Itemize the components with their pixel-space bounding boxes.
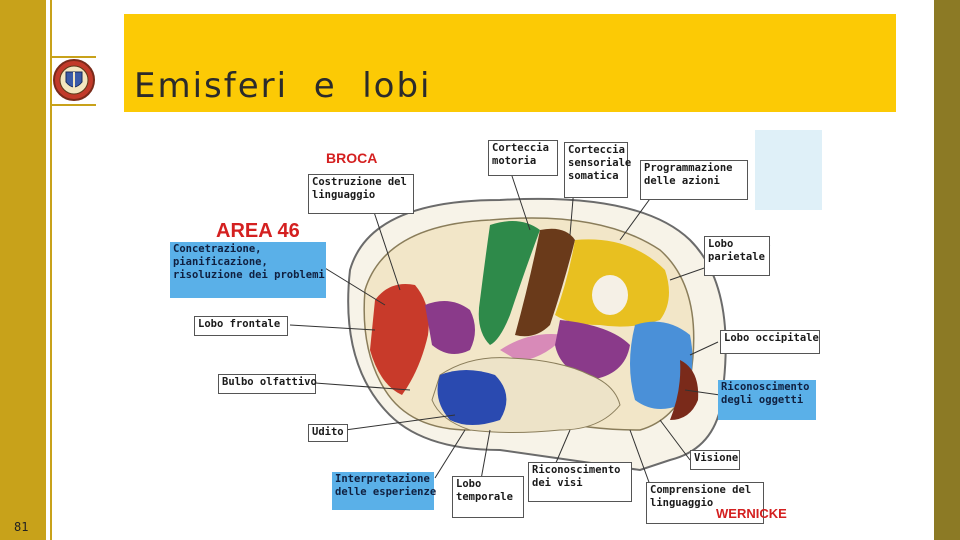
slide-title: Emisferi e lobi — [134, 66, 432, 106]
area46-label: AREA 46 — [216, 220, 300, 242]
label-lobo-temporale: Lobo temporale — [452, 476, 524, 518]
label-concentrazione: Concetrazione, pianificazione, risoluzio… — [170, 242, 326, 298]
label-riconoscimento-visi: Riconoscimento dei visi — [528, 462, 632, 502]
label-corteccia-sensoriale: Corteccia sensoriale somatica — [564, 142, 631, 198]
title-band — [124, 14, 896, 112]
broca-label: BROCA — [326, 150, 378, 166]
label-costruzione-linguaggio: Costruzione del linguaggio — [308, 174, 414, 214]
brain-illustration — [289, 130, 822, 486]
label-riconoscimento-oggetti: Riconoscimento degli oggetti — [718, 380, 816, 420]
label-lobo-parietale: Lobo parietale — [704, 236, 770, 276]
label-lobo-occipitale: Lobo occipitale — [720, 330, 820, 354]
wernicke-label: WERNICKE — [716, 506, 787, 521]
logo-divider-top — [50, 56, 96, 58]
label-visione: Visione — [690, 450, 740, 470]
left-accent-line — [50, 0, 52, 540]
label-udito: Udito — [308, 424, 348, 442]
left-accent-bar — [0, 0, 46, 540]
label-interpretazione-esperienze: Interpretazione delle esperienze — [332, 472, 436, 510]
right-accent-bar — [934, 0, 960, 540]
label-comprensione-linguaggio: Comprensione del linguaggio — [646, 482, 764, 524]
university-seal-icon — [53, 59, 95, 101]
label-corteccia-motoria: Corteccia motoria — [488, 140, 558, 176]
label-bulbo-olfattivo: Bulbo olfattivo — [218, 374, 317, 394]
page-number: 81 — [14, 520, 29, 534]
brain-diagram: BROCA AREA 46 Corteccia motoria Cortecci… — [170, 130, 822, 528]
label-programmazione-azioni: Programmazione delle azioni — [640, 160, 748, 200]
logo-divider-bottom — [50, 104, 96, 106]
label-lobo-frontale: Lobo frontale — [194, 316, 288, 336]
